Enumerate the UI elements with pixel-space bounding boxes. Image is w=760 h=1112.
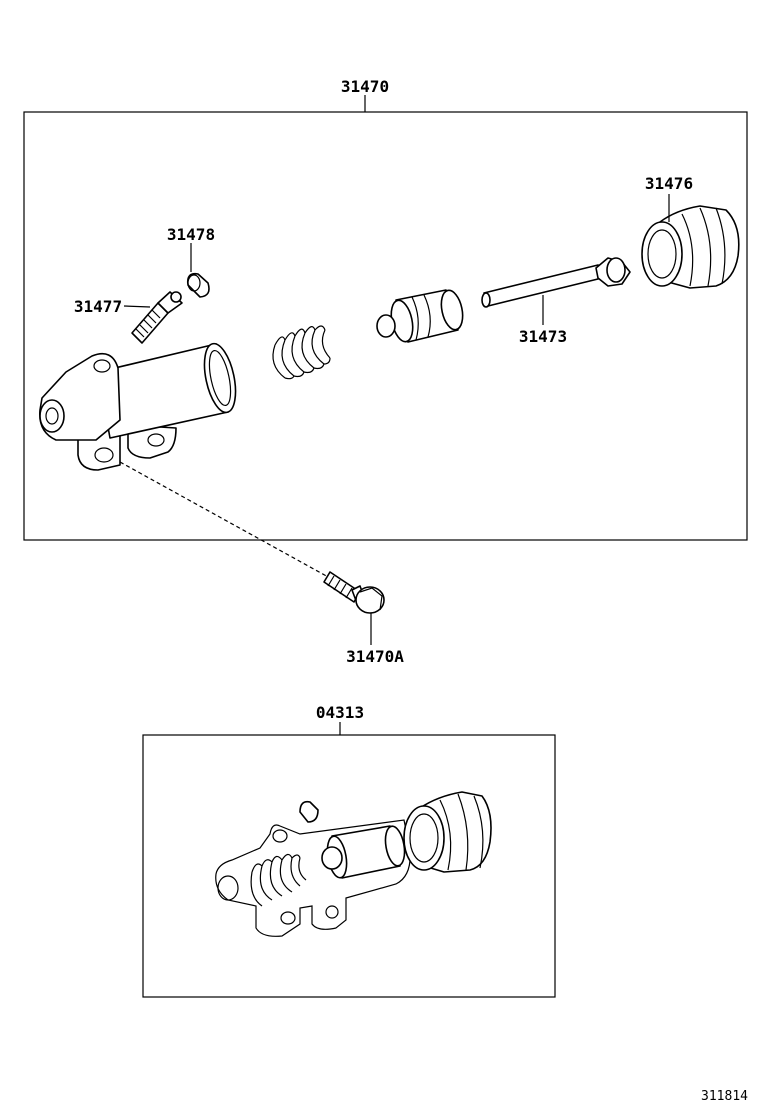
kit-frame bbox=[142, 734, 556, 998]
kit-cap bbox=[299, 800, 319, 823]
kit-boot bbox=[403, 791, 492, 873]
label-31470A: 31470A bbox=[346, 647, 404, 666]
kit-spring bbox=[250, 853, 307, 907]
bleeder-cap bbox=[186, 272, 210, 298]
bolt-dashed-leader bbox=[119, 461, 331, 579]
kit-cylinder-outline bbox=[215, 819, 411, 937]
bolt bbox=[323, 571, 385, 614]
label-31470: 31470 bbox=[341, 77, 389, 96]
kit-piston bbox=[321, 825, 406, 879]
cylinder-body bbox=[39, 342, 237, 471]
boot bbox=[641, 205, 740, 289]
spring bbox=[272, 325, 331, 380]
bleeder-leader bbox=[123, 305, 151, 308]
label-04313: 04313 bbox=[316, 703, 364, 722]
drawing-code: 311814 bbox=[701, 1089, 748, 1104]
label-31473: 31473 bbox=[519, 327, 567, 346]
label-31476: 31476 bbox=[645, 174, 693, 193]
label-31478: 31478 bbox=[167, 225, 215, 244]
push-rod bbox=[481, 257, 631, 308]
label-31477: 31477 bbox=[74, 297, 122, 316]
assembly-frame bbox=[23, 111, 748, 541]
bleeder-screw bbox=[131, 291, 183, 344]
piston bbox=[376, 289, 464, 343]
